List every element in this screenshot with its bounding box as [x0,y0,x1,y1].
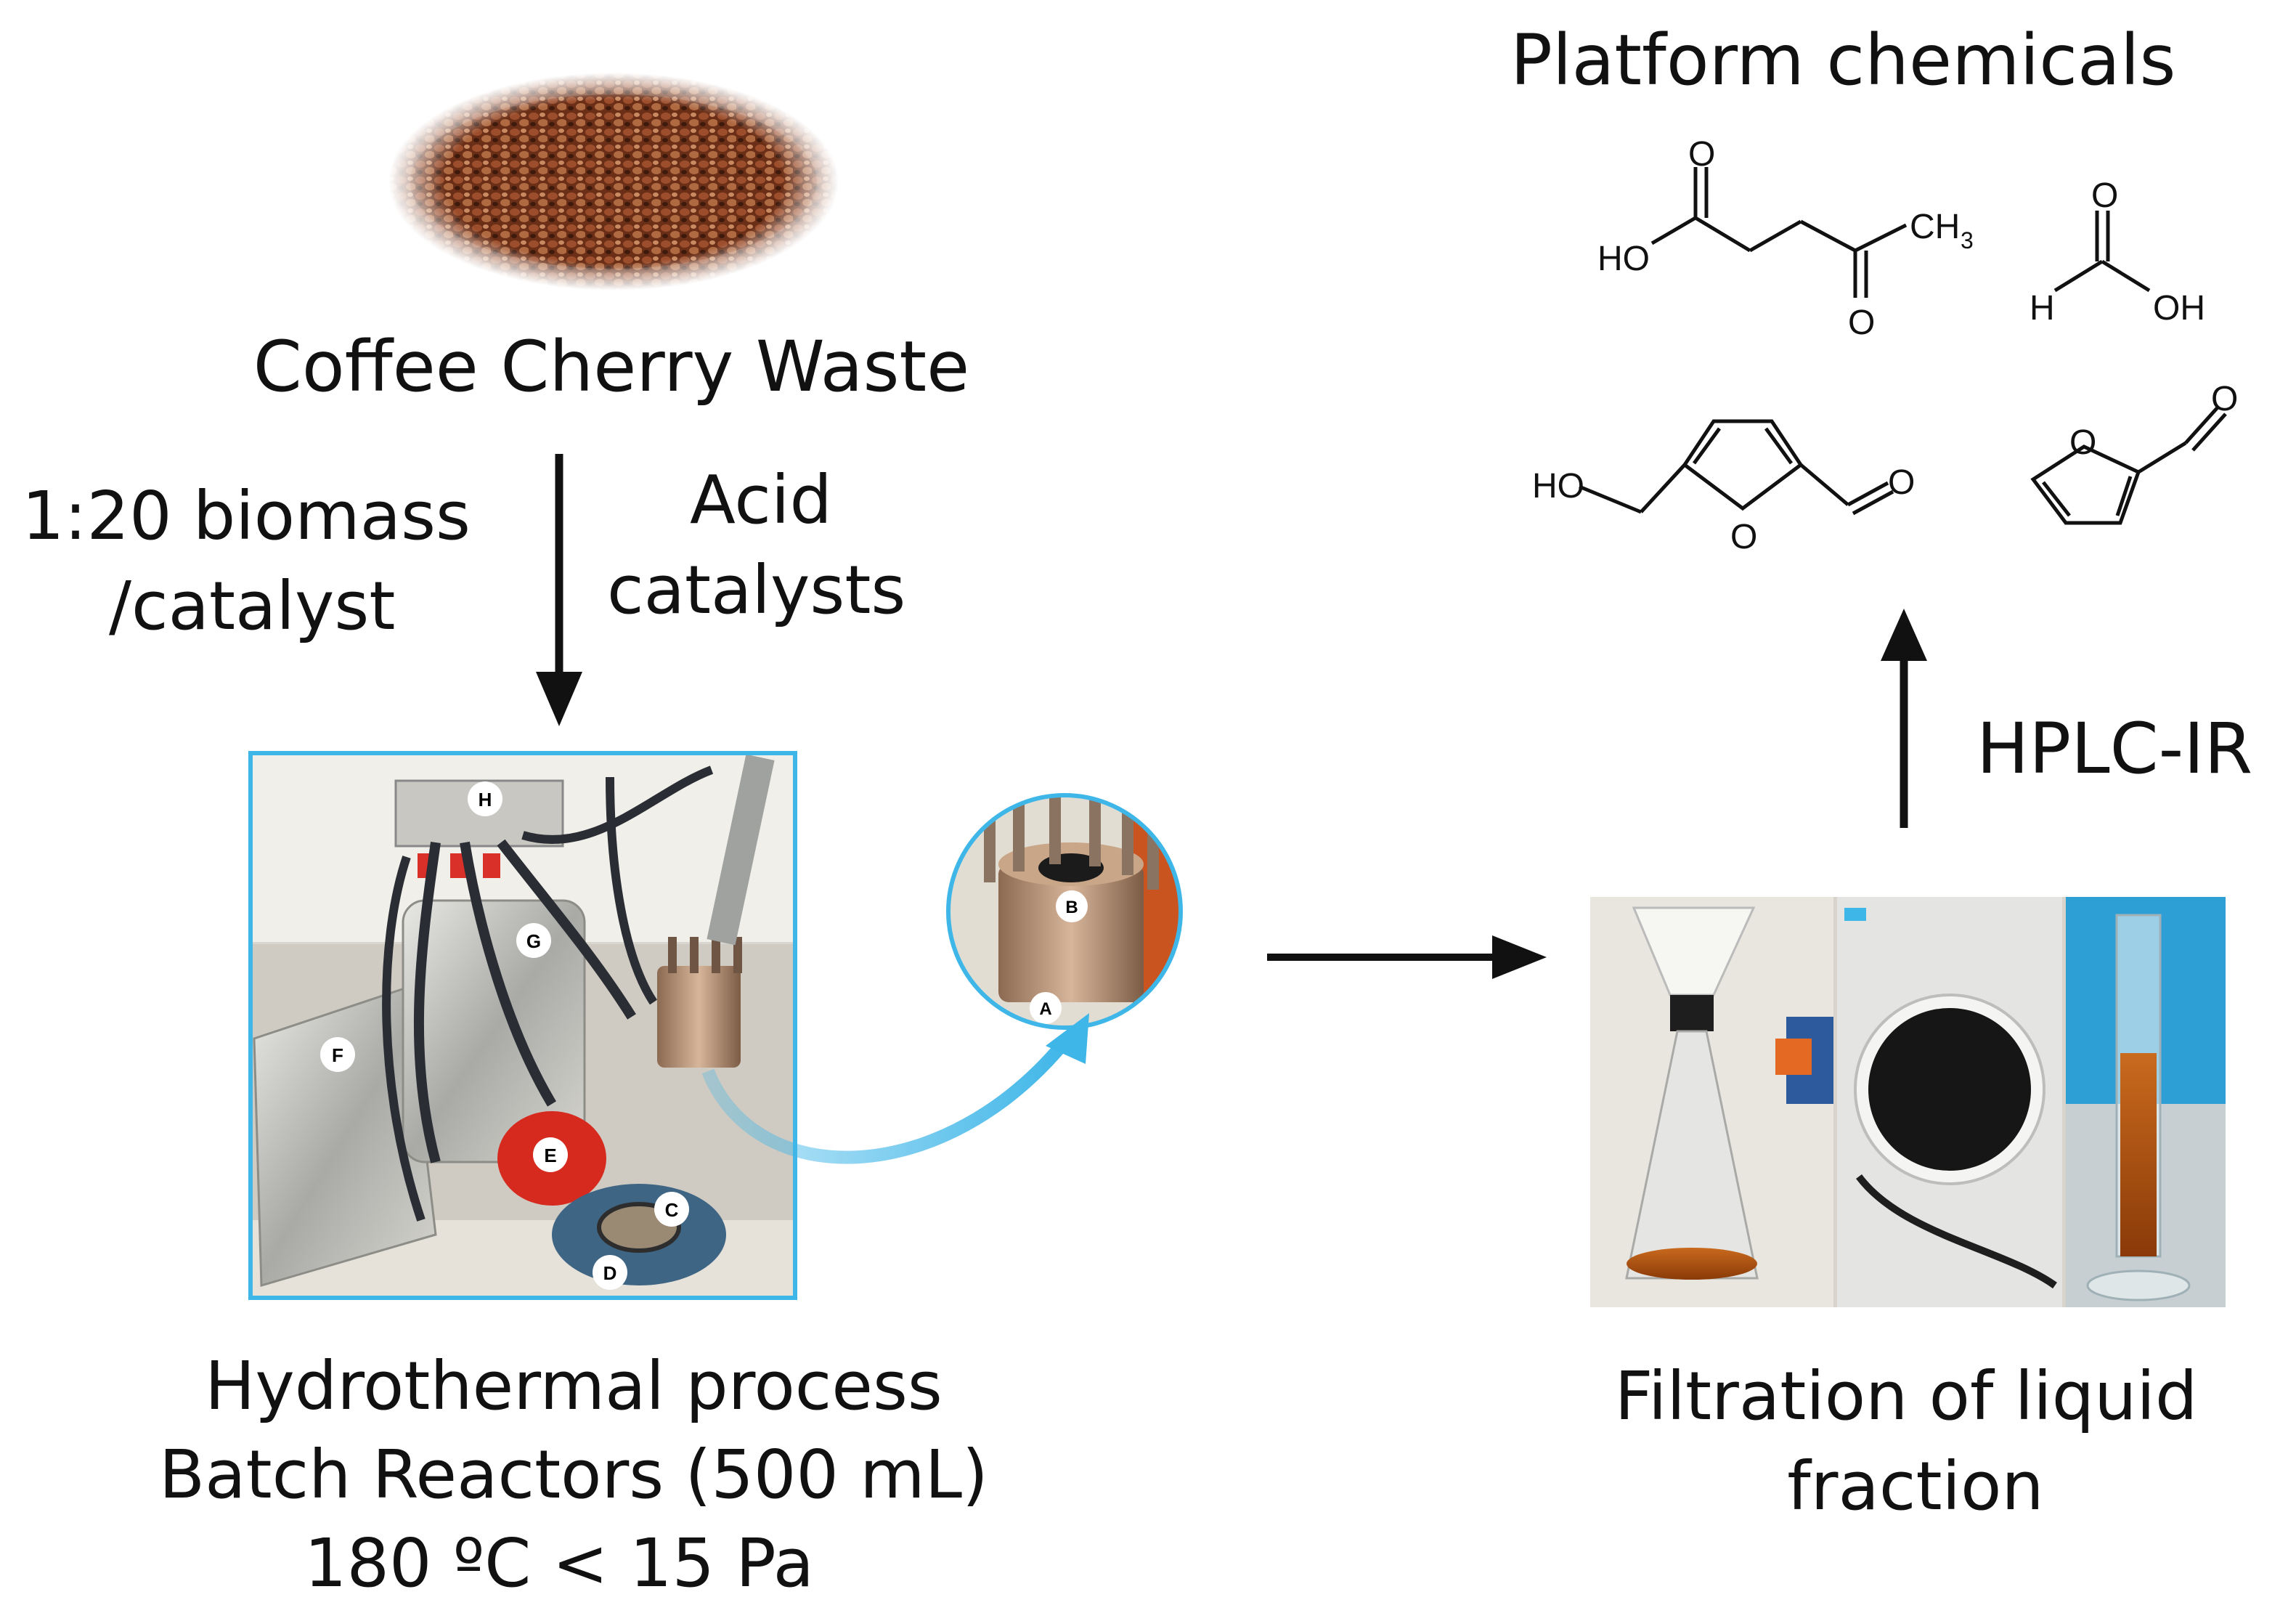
hplc-label: HPLC-IR [1977,708,2253,789]
zoom-curved-arrow [701,1013,1089,1164]
svg-text:H: H [2030,289,2055,328]
svg-text:3: 3 [1961,227,1974,253]
ratio-label-line2: /catalyst [109,567,396,645]
svg-text:O: O [2069,423,2096,462]
reactor-caption-line2: Batch Reactors (500 mL) [159,1436,988,1514]
reactor-photo: H G F E C D [248,751,797,1300]
coffee-waste-image [381,65,846,298]
reactor-caption-line3: 180 ºC < 15 Pa [304,1524,815,1602]
arrow-up-to-chemicals [1881,609,1927,828]
filtration-caption-line1: Filtration of liquid [1614,1357,2198,1435]
funnel-flask-photo [1590,897,1833,1307]
arrow-down-to-reactor [536,454,582,726]
furfural-structure: O O [2030,380,2238,525]
svg-text:O: O [1848,304,1875,342]
marker-c: C [665,1199,679,1221]
svg-text:CH: CH [1910,208,1960,246]
marker-e: E [544,1145,556,1166]
catalyst-label-line1: Acid [690,461,832,539]
svg-text:O: O [1688,135,1715,174]
filtration-caption-line2: fraction [1787,1447,2044,1525]
formic-acid-structure: O H OH [2030,176,2205,328]
ratio-label-line1: 1:20 biomass [22,477,471,555]
marker-f: F [332,1044,343,1066]
filtration-photos [1590,897,2226,1307]
svg-text:O: O [2211,380,2238,418]
svg-text:O: O [2091,176,2118,215]
levulinic-acid-structure: HO O O CH 3 [1597,135,1974,342]
page-title: Platform chemicals [1510,20,2176,101]
svg-text:O: O [1888,463,1915,502]
reactor-caption-line1: Hydrothermal process [205,1347,943,1425]
reactor-zoom-inset: B A [946,793,1183,1030]
svg-text:O: O [1730,518,1757,556]
svg-text:HO: HO [1532,467,1584,505]
marker-g: G [526,930,541,952]
marker-a: A [1039,999,1051,1019]
hmf-structure: HO O O [1532,419,1915,556]
marker-h: H [479,789,492,810]
filter-paper-photo [1837,897,2062,1307]
marker-b: B [1065,898,1078,917]
feedstock-label: Coffee Cherry Waste [253,326,970,407]
catalyst-label-line2: catalysts [607,551,906,629]
reactor-part-markers: H G F E C D [320,781,689,1290]
svg-text:OH: OH [2153,289,2205,328]
arrow-right-to-filtration [1267,935,1547,979]
svg-text:HO: HO [1597,240,1650,278]
marker-d: D [603,1262,617,1284]
graduated-cylinder-photo [2066,897,2226,1307]
